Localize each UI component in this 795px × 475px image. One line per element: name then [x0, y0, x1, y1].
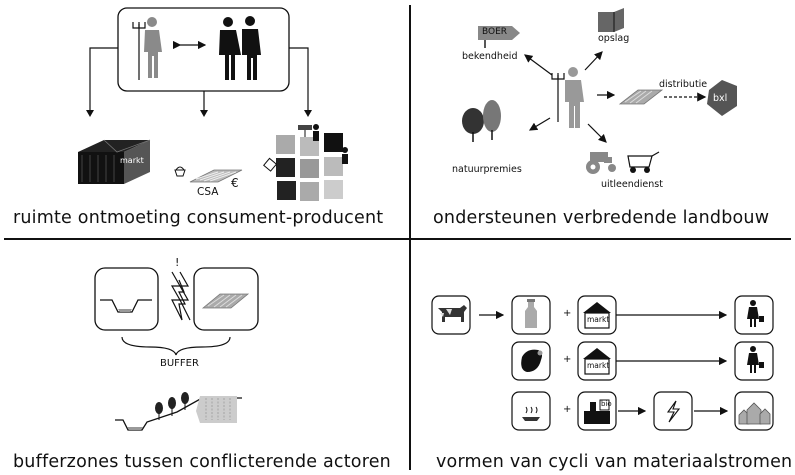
caption-bufferzones: bufferzones tussen conflicterende actore… [13, 452, 391, 472]
organic-waste-icon [522, 406, 540, 421]
distribution-field-icon [618, 89, 664, 105]
arrow-to-opslag [584, 51, 603, 71]
arrow-to-bekendheid [524, 54, 553, 76]
slope-landscape-icon [115, 392, 242, 431]
plus-row1: + [563, 308, 572, 319]
right-box [193, 267, 259, 331]
houses-box [734, 391, 774, 431]
bottom-right-panel [431, 295, 774, 431]
biogas-plant-icon [584, 399, 610, 424]
energy-box [653, 391, 693, 431]
top-left-panel [78, 7, 348, 201]
consumer-box-2 [734, 341, 774, 381]
consumers-icon [219, 16, 261, 80]
consumer-box-1 [734, 295, 774, 335]
bio-label: bio [601, 400, 612, 408]
storage-icon [598, 8, 624, 32]
csa-label: CSA [197, 186, 219, 198]
distributie-label: distributie [659, 79, 708, 90]
euro-label: € [231, 176, 239, 190]
caption-materiaalstromen: vormen van cycli van materiaalstromen [436, 452, 793, 472]
caption-verbredende-landbouw: ondersteunen verbredende landbouw [433, 208, 770, 228]
market-stall-icon-2 [583, 348, 611, 375]
markt-label-2: markt [587, 361, 610, 370]
consumer-icon-1 [747, 300, 764, 327]
market-plaza-icon [263, 124, 348, 201]
uitleendienst-label: uitleendienst [601, 179, 663, 190]
market-hall-icon [78, 139, 151, 184]
cow-icon [438, 305, 467, 322]
milk-box [511, 295, 551, 335]
cow-box [431, 295, 471, 335]
lightning-icon [170, 271, 191, 321]
meeting-frame [117, 7, 290, 92]
ham-icon [521, 349, 543, 372]
bxl-label: bxl [713, 93, 728, 104]
boer-signpost-icon [478, 26, 520, 48]
milk-bottle-icon [525, 299, 537, 328]
market-label: markt [120, 156, 144, 165]
natuurpremies-label: natuurpremies [452, 164, 522, 175]
left-box [94, 267, 159, 331]
meat-box [511, 341, 551, 381]
market-stall-icon-1 [583, 302, 611, 329]
plus-row3: + [563, 404, 572, 415]
top-right-panel [462, 8, 737, 174]
arrow-to-uitleendienst [587, 123, 607, 143]
wagon-icon [627, 151, 660, 173]
ditch-icon [100, 299, 152, 313]
plus-row2: + [563, 354, 572, 365]
brussels-icon [707, 80, 737, 116]
houses-icon [738, 402, 771, 425]
tractor-icon [586, 152, 616, 174]
field-icon [201, 293, 250, 309]
central-farmer-icon [551, 67, 584, 128]
markt-label-1: markt [587, 315, 610, 324]
alert-label: ! [175, 256, 180, 269]
energy-bolt-icon [666, 400, 681, 423]
buffer-brace [121, 336, 231, 356]
csa-field-icon [174, 166, 243, 183]
farmer-icon [132, 17, 162, 80]
buffer-label: BUFFER [160, 358, 199, 369]
consumer-icon-2 [747, 346, 764, 373]
boer-sign-label: BOER [482, 27, 508, 37]
bottom-left-panel [94, 267, 259, 431]
opslag-label: opslag [598, 33, 630, 44]
connector-lines [89, 47, 309, 115]
trees-icon [462, 100, 501, 142]
arrow-to-natuurpremies [528, 117, 551, 131]
biogas-box [577, 391, 617, 431]
waste-box [511, 391, 551, 431]
caption-consumer-producent: ruimte ontmoeting consument-producent [13, 208, 384, 228]
bekendheid-label: bekendheid [462, 51, 518, 62]
